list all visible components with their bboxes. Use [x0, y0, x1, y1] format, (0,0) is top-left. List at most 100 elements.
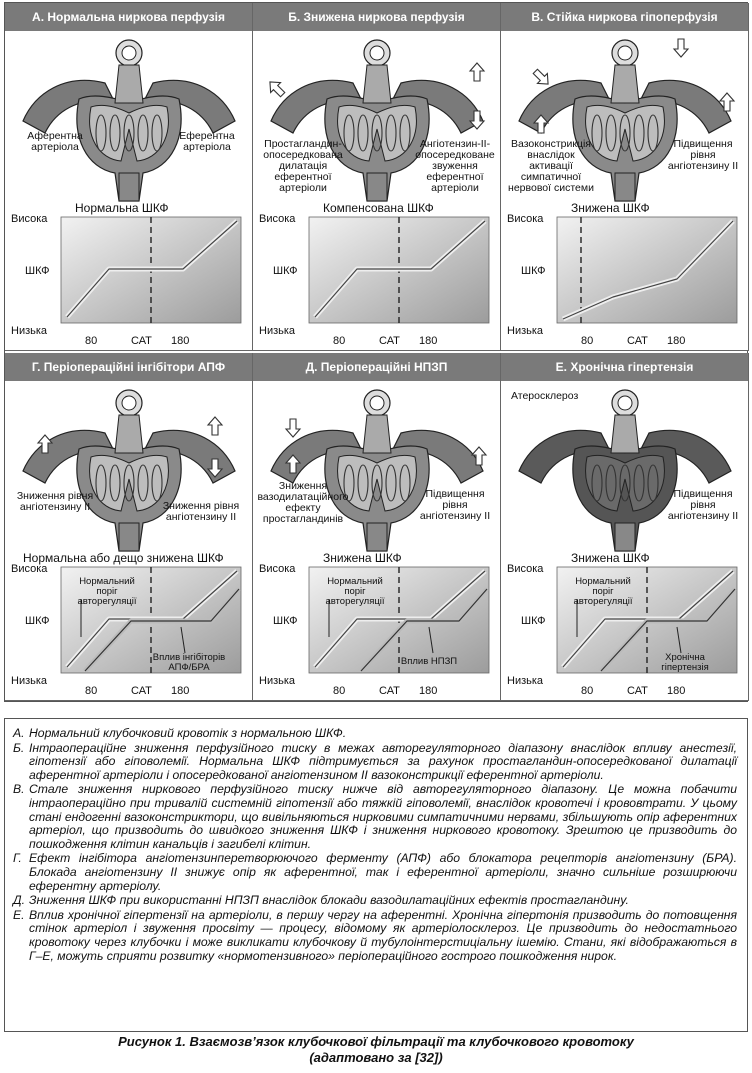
- caption-letter: Е.: [13, 907, 25, 922]
- panel-header: В. Стійка ниркова гіпоперфузія: [501, 3, 748, 31]
- figure-title: Рисунок 1. Взаємозв’язок клубочкової філ…: [0, 1034, 752, 1066]
- modified-gfr-curve-outline: [84, 588, 240, 672]
- efferent-arteriole: [389, 429, 484, 484]
- y-axis-high: Висока: [507, 213, 544, 225]
- x-tick-label: САТ: [379, 335, 400, 347]
- y-axis-high: Висока: [259, 213, 296, 225]
- graph-title: Нормальна ШКФ: [75, 201, 169, 215]
- capillary-loop: [137, 114, 149, 152]
- effect-note-line: Вплив інгібіторів: [152, 652, 226, 663]
- threshold-note-line: поріг: [344, 586, 366, 597]
- capillary-loop: [95, 464, 107, 502]
- autoregulation-graph: [308, 216, 490, 324]
- capillary-loop: [343, 464, 355, 502]
- figure-title-line1: Рисунок 1. Взаємозв’язок клубочкової філ…: [118, 1034, 634, 1049]
- glomerular-capillaries: [89, 104, 169, 162]
- threshold-note-line: поріг: [592, 586, 614, 597]
- caption-text: Зниження ШКФ при використанні НПЗП внасл…: [29, 893, 629, 908]
- y-axis-high: Висока: [507, 563, 544, 575]
- capillary-loop: [109, 114, 121, 152]
- pressure-arrow-up-icon: [718, 92, 736, 112]
- left-label-line: Аферентна: [27, 130, 83, 142]
- panel-header: Г. Періопераційні інгібітори АПФ: [5, 353, 252, 381]
- y-axis-title: ШКФ: [273, 615, 298, 627]
- right-label-line: Підвищення: [673, 138, 733, 150]
- right-label-line: звуження: [432, 160, 478, 172]
- glomerular-capillaries: [337, 104, 417, 162]
- effect-note-line: Вплив НПЗП: [400, 656, 458, 667]
- x-tick-label: 80: [85, 335, 98, 347]
- proximal-tubule: [614, 522, 636, 552]
- constriction-arrow-up-icon: [468, 62, 486, 82]
- right-label-line: Підвищення: [673, 488, 733, 500]
- constriction-arrow-down-icon: [532, 68, 549, 85]
- autoregulation-graph: [308, 566, 490, 674]
- capillary-loop: [591, 464, 603, 502]
- glomerulus-illustration: [518, 38, 736, 202]
- proximal-tubule: [118, 522, 140, 552]
- constriction-arrow-down-icon: [284, 418, 302, 438]
- y-axis-title: ШКФ: [521, 265, 546, 277]
- capillary-loop: [633, 464, 645, 502]
- left-label-line: Вазоконстрикція: [510, 138, 591, 150]
- threshold-note-line: Нормальний: [79, 576, 135, 587]
- caption-item: Г.Ефект інгібітора ангіотензинперетворюю…: [13, 852, 737, 893]
- kidney-figure: [15, 33, 243, 203]
- panel-header: А. Нормальна ниркова перфузія: [5, 3, 252, 31]
- y-axis-high: Висока: [259, 563, 296, 575]
- distal-tubule: [362, 64, 392, 104]
- threshold-note-line: авторегуляції: [77, 596, 137, 607]
- right-label-line: рівня: [442, 499, 468, 511]
- dilation-arrow-up-icon: [206, 416, 224, 436]
- y-axis-high: Висока: [11, 213, 48, 225]
- juxtaglomerular-ring-inner: [121, 395, 137, 411]
- threshold-note-line: Нормальний: [327, 576, 383, 587]
- distal-tubule: [114, 414, 144, 454]
- right-label-line: артеріоли: [431, 182, 479, 194]
- gfr-curve-outline: [314, 220, 486, 318]
- caption-letter: Г.: [13, 851, 22, 866]
- left-label-line: дилатація: [278, 160, 328, 172]
- y-axis-low: Низька: [507, 325, 544, 337]
- constriction-arrow-down-icon: [468, 110, 486, 130]
- capillary-loop: [137, 464, 149, 502]
- capillary-loop: [151, 464, 163, 502]
- pressure-arrow-up-icon: [470, 446, 488, 466]
- left-label-line: ангіотензину II: [19, 501, 91, 513]
- afferent-arteriole: [270, 79, 365, 134]
- capillary-loop: [647, 114, 659, 152]
- left-label-line: артеріоли: [279, 182, 327, 194]
- distal-tubule: [610, 64, 640, 104]
- modified-gfr-curve-outline: [600, 588, 736, 672]
- graph-title: Знижена ШКФ: [323, 551, 402, 565]
- left-label-line: простагландинів: [262, 513, 344, 525]
- dilation-arrow-down-icon: [206, 458, 224, 478]
- effect-note: Вплив НПЗП: [385, 657, 473, 667]
- capillary-loop: [109, 464, 121, 502]
- y-axis-title: ШКФ: [273, 265, 298, 277]
- left-label-line: Зниження: [278, 480, 328, 492]
- x-tick-label: 180: [667, 335, 686, 347]
- juxtaglomerular-ring-inner: [121, 45, 137, 61]
- right-label-line: ангіотензину II: [419, 510, 491, 522]
- proximal-tubule: [366, 172, 388, 202]
- distal-tubule: [362, 414, 392, 454]
- kidney-figure: [15, 383, 243, 553]
- caption-item: А.Нормальний клубочковий кровотік з норм…: [13, 726, 737, 741]
- caption-text: Стале зниження ниркового перфузійного ти…: [29, 782, 737, 851]
- panel-header: Д. Періопераційні НПЗП: [253, 353, 500, 381]
- caption-item: Д.Зниження ШКФ при використанні НПЗП вна…: [13, 894, 737, 908]
- x-tick-label: 180: [171, 685, 190, 697]
- capillary-loop: [647, 464, 659, 502]
- modified-gfr-curve-outline: [360, 588, 488, 672]
